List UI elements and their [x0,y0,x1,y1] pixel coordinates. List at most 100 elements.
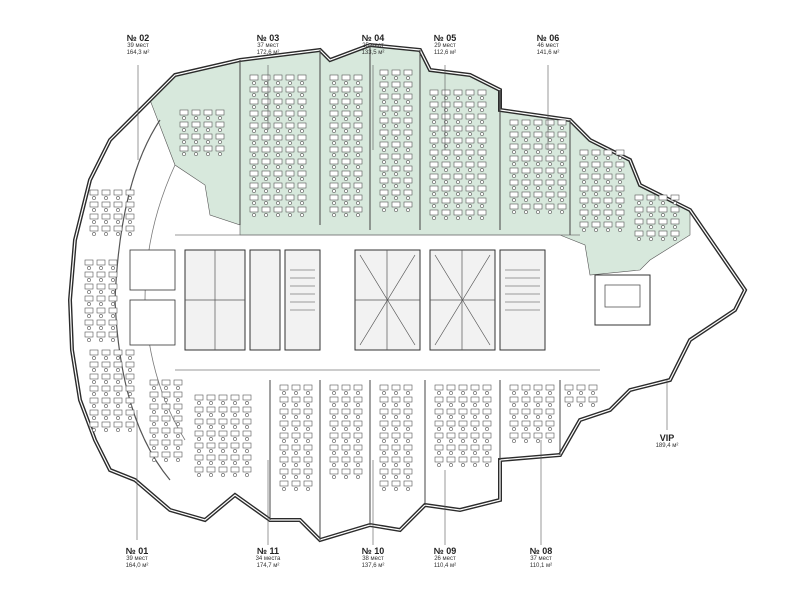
desk [101,213,111,220]
desk [149,451,159,458]
desk [261,74,271,81]
desk [403,105,413,112]
desk [670,206,680,213]
chair [182,140,186,144]
desk [477,197,487,204]
chair [394,475,398,479]
desk [353,122,363,129]
desk [477,101,487,108]
chair [194,116,198,120]
chair [461,463,465,467]
desk [329,122,339,129]
zone-label-10[interactable]: № 10 38 мест 137,6 м² [361,546,385,570]
chair [356,117,360,121]
desk [446,384,456,391]
chair [591,391,595,395]
desk [533,432,543,439]
zone-label-04[interactable]: № 04 25 мест 133,5 м² [361,33,385,57]
desk [429,197,439,204]
zone-label-vip[interactable]: VIP 189,4 м² [655,433,679,450]
chair [194,152,198,156]
chair [332,213,336,217]
chair [264,213,268,217]
chair [182,116,186,120]
chair [164,398,168,402]
desk [482,384,492,391]
chair [524,427,528,431]
desk [161,451,171,458]
desk [533,179,543,186]
chair [649,201,653,205]
chair [209,461,213,465]
chair [252,177,256,181]
chair [300,165,304,169]
chair [99,326,103,330]
desk [353,86,363,93]
chair [294,487,298,491]
chair [456,204,460,208]
chair [276,153,280,157]
desk [89,409,99,416]
desk [341,170,351,177]
desk [341,206,351,213]
chair [449,415,453,419]
desk [113,189,123,196]
desk [101,225,111,232]
chair [382,487,386,491]
chair [116,380,120,384]
zone-label-03[interactable]: № 03 37 мест 172,6 м² [256,33,280,57]
chair [480,216,484,220]
desk [341,182,351,189]
desk [89,397,99,404]
chair [282,403,286,407]
chair [406,124,410,128]
zone-label-02[interactable]: № 02 39 мест 164,3 м² [126,33,150,57]
desk [603,185,613,192]
chair [468,204,472,208]
chair [288,153,292,157]
chair [524,162,528,166]
desk [391,153,401,160]
desk [84,259,94,266]
chair [294,415,298,419]
zone-label-08[interactable]: № 08 37 мест 110,1 м² [529,546,553,570]
chair [594,156,598,160]
desk [391,93,401,100]
desk [521,179,531,186]
chair [300,129,304,133]
chair [468,96,472,100]
chair [618,156,622,160]
zone-label-06[interactable]: № 06 46 мест 141,6 м² [536,33,560,57]
desk [379,396,389,403]
zone-label-01[interactable]: № 01 39 мест 164,0 м² [125,546,149,570]
desk [545,384,555,391]
zone-label-11[interactable]: № 11 34 места 174,7 м² [255,546,281,570]
chair [512,391,516,395]
chair [206,116,210,120]
chair [406,184,410,188]
chair [673,213,677,217]
zone-label-09[interactable]: № 09 26 мест 110,4 м² [433,546,457,570]
desk [191,145,201,152]
desk [545,396,555,403]
chair [306,391,310,395]
desk [125,385,135,392]
chair [536,150,540,154]
desk [329,98,339,105]
chair [288,165,292,169]
chair [300,117,304,121]
chair [252,81,256,85]
zone-label-05[interactable]: № 05 29 мест 112,6 м² [433,33,457,57]
chair [332,153,336,157]
chair [582,228,586,232]
chair [197,425,201,429]
chair [480,120,484,124]
chair [661,237,665,241]
chair [128,356,132,360]
desk [89,201,99,208]
desk [453,137,463,144]
chair [406,415,410,419]
desk [125,361,135,368]
chair [560,126,564,130]
desk [429,101,439,108]
